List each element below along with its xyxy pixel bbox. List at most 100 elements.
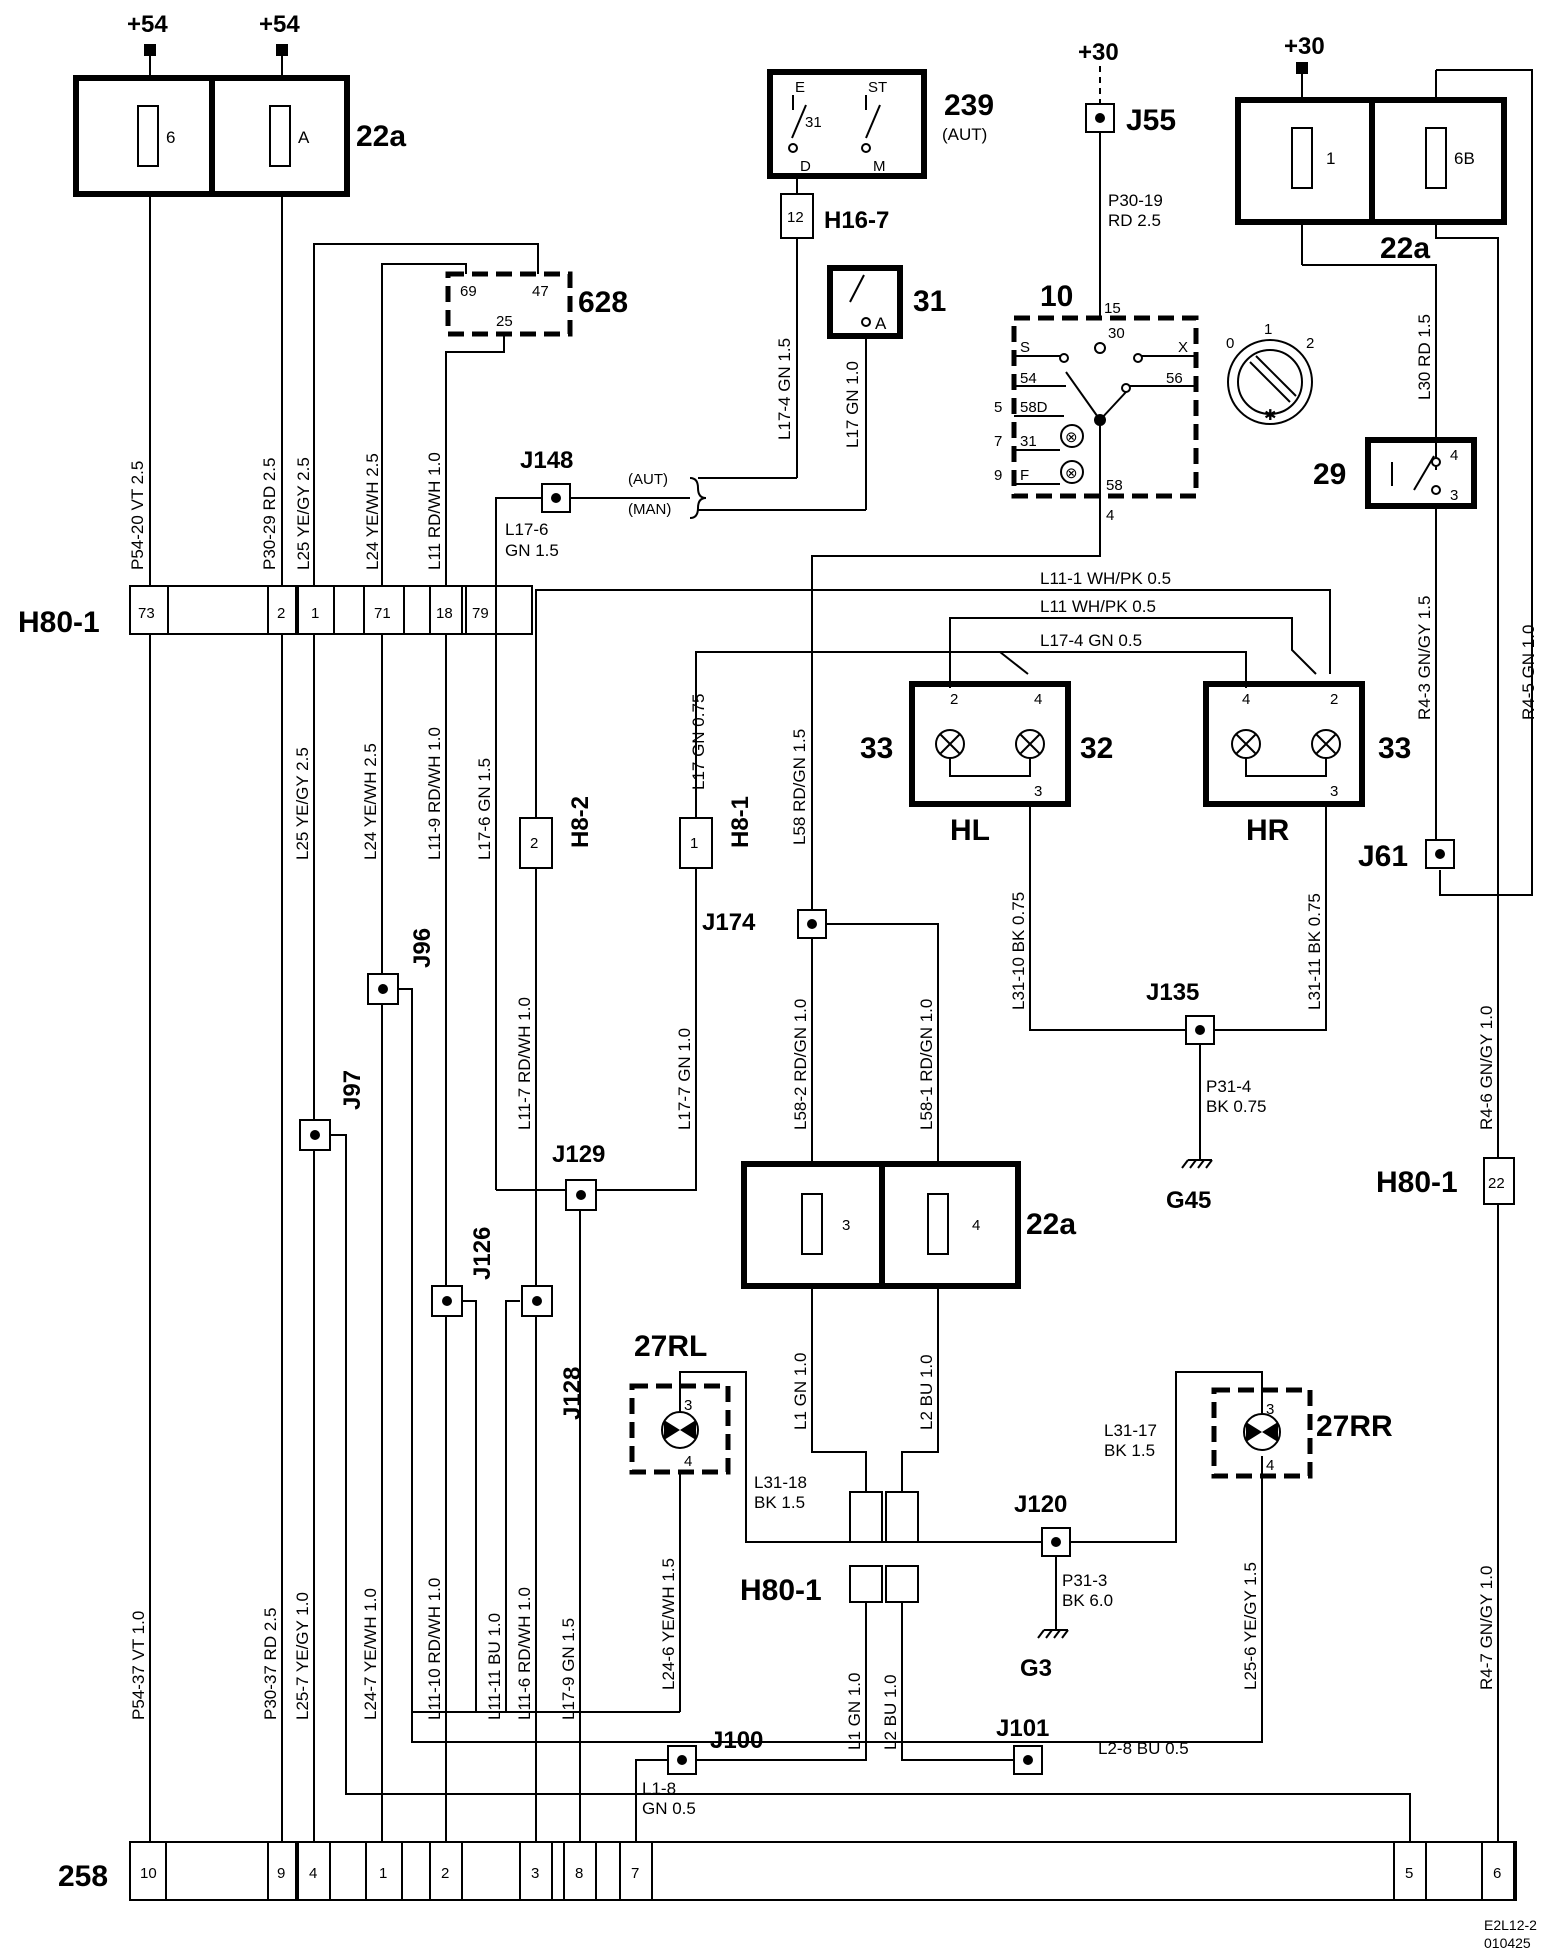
c258-pin-2: 2 <box>441 1865 449 1882</box>
c10-pin-58: 58 <box>1106 477 1123 494</box>
component-27rr: 27RR 3 4 L31-17 BK 1.5 L25-6 YE/GY 1.5 <box>1070 1371 1393 1690</box>
wire-l24-b: L24 YE/WH 2.5 <box>361 743 380 860</box>
component-29-label: 29 <box>1313 458 1346 491</box>
wire-l31-10: L31-10 BK 0.75 <box>1009 892 1028 1010</box>
wire-l17-9: L17-9 GN 1.5 <box>559 1618 578 1720</box>
junction-j174: J174 L58-2 RD/GN 1.0 L58-1 RD/GN 1.0 <box>702 909 939 1166</box>
junction-j148: J148 (AUT) (MAN) L17-6 GN 1.5 <box>495 447 866 586</box>
pin-e: E <box>795 79 805 96</box>
fusebox-22a-top-left: +54 +54 6 A 22a <box>73 11 406 197</box>
h80-pin-71: 71 <box>374 605 391 622</box>
fuse-a-label: A <box>298 128 310 147</box>
supply-plus54-left: +54 <box>127 11 168 38</box>
h80-pin-18: 18 <box>436 605 453 622</box>
hr-pin-2: 2 <box>1330 691 1338 708</box>
h80-pin-1: 1 <box>311 605 319 622</box>
c10-pin-s: S <box>1020 339 1030 356</box>
wire-l17: L17 GN 1.0 <box>843 361 862 448</box>
c258-label: 258 <box>58 1860 108 1893</box>
h80-pin-73: 73 <box>138 605 155 622</box>
connector-h8-1: 1 H8-1 L17-7 GN 1.0 <box>595 796 754 1191</box>
j135-label: J135 <box>1146 979 1199 1006</box>
footer-date: 010425 <box>1484 1935 1531 1951</box>
dial-light-icon: ✱ <box>1264 407 1277 424</box>
h80-pin-2: 2 <box>277 605 285 622</box>
wire-p30-37: P30-37 RD 2.5 <box>261 1608 280 1720</box>
wire-l1-8: L1-8 <box>642 1779 676 1798</box>
c258-pin-8: 8 <box>575 1865 583 1882</box>
component-239: E ST 31 D M 239 (AUT) <box>767 69 994 179</box>
wire-l24-6: L24-6 YE/WH 1.5 <box>659 1558 678 1690</box>
component-10-label: 10 <box>1040 280 1073 313</box>
dial-pos-0: 0 <box>1226 335 1234 352</box>
hr-pin-3: 3 <box>1330 783 1338 800</box>
c258-pin-4: 4 <box>309 1865 317 1882</box>
junction-j128: J128 <box>521 1285 586 1842</box>
fuse-4-label: 4 <box>972 1217 980 1234</box>
lamp-assembly-hl: 2 4 3 33 32 HL <box>860 681 1113 847</box>
wire-l11-1: L11-1 WH/PK 0.5 <box>1040 569 1171 588</box>
dial-pos-2: 2 <box>1306 335 1314 352</box>
wire-l11-10: L11-10 RD/WH 1.0 <box>425 1578 444 1720</box>
c27rr-pin-3: 3 <box>1266 1401 1274 1418</box>
wire-l2: L2 BU 1.0 <box>917 1354 936 1430</box>
h16-7-label: H16-7 <box>824 207 889 234</box>
junction-j100: J100 L1-8 GN 0.5 <box>635 1727 763 1842</box>
junction-j55: +30 J55 P30-19 RD 2.5 <box>1078 39 1176 320</box>
junction-j101: J101 L2-8 BU 0.5 <box>996 1715 1189 1775</box>
man-label: (MAN) <box>628 501 671 518</box>
wire-l17-075: L17 GN 0.75 <box>689 694 708 790</box>
c10-pin-30: 30 <box>1108 325 1125 342</box>
wire-l24: L24 YE/WH 2.5 <box>363 453 382 570</box>
j128-label: J128 <box>559 1367 586 1420</box>
lamp-hr-label: HR <box>1246 814 1290 847</box>
junction-j61: J61 <box>1358 839 1455 873</box>
wire-l31-17: L31-17 <box>1104 1421 1157 1440</box>
supply-plus30-j55: +30 <box>1078 39 1119 66</box>
component-31: A 31 L17 GN 1.0 <box>827 265 946 510</box>
supply-plus54-right: +54 <box>259 11 300 38</box>
connector-h80-1: H80-1 73 2 1 71 18 79 <box>18 585 533 639</box>
lamp-33-left-label: 33 <box>860 732 893 765</box>
junction-j129: J129 <box>496 1141 605 1842</box>
c27rr-label: 27RR <box>1316 1410 1393 1443</box>
wire-l25-7: L25-7 YE/GY 1.0 <box>293 1592 312 1720</box>
mid-left-wires: L25 YE/GY 2.5 L24 YE/WH 2.5 L11-9 RD/WH … <box>149 634 497 1842</box>
pin-m: M <box>873 158 886 175</box>
wire-l1-8-spec: GN 0.5 <box>642 1799 696 1818</box>
wire-l31-11: L31-11 BK 0.75 <box>1305 893 1324 1010</box>
wire-p30-19-spec: RD 2.5 <box>1108 211 1161 230</box>
fusebox-22a-top-right: +30 1 6B 22a L30 RD 1.5 R4-5 GN 1.0 <box>1235 33 1538 1158</box>
g3-label: G3 <box>1020 1655 1052 1682</box>
h80-pin-22: 22 <box>1488 1175 1505 1192</box>
lamp-supply-wires: L11-1 WH/PK 0.5 L11 WH/PK 0.5 L17-4 GN 0… <box>535 510 1331 924</box>
fuse-6-label: 6 <box>166 128 175 147</box>
wire-p31-3: P31-3 <box>1062 1571 1107 1590</box>
lamp-hl-label: HL <box>950 814 990 847</box>
c628-pin-47: 47 <box>532 283 549 300</box>
right-lower-wires: 22 H80-1 R4-6 GN/GY 1.0 R4-7 GN/GY 1.0 <box>1376 1006 1515 1842</box>
wire-r4-6: R4-6 GN/GY 1.0 <box>1477 1006 1496 1130</box>
wire-l17-6-spec: GN 1.5 <box>505 541 559 560</box>
wire-l30: L30 RD 1.5 <box>1415 314 1434 400</box>
wire-p54-20: P54-20 VT 2.5 <box>128 461 147 570</box>
g45-label: G45 <box>1166 1187 1211 1214</box>
pin-a: A <box>875 314 887 333</box>
hl-pin-4: 4 <box>1034 691 1042 708</box>
wire-l11-7: L11-7 RD/WH 1.0 <box>515 997 534 1130</box>
bottom-wire-labels: P54-37 VT 1.0 P30-37 RD 2.5 L25-7 YE/GY … <box>129 1578 578 1720</box>
wire-l11-11: L11-11 BU 1.0 <box>485 1613 504 1720</box>
c10-pin-31: 31 <box>1020 433 1037 450</box>
c29-pin-4: 4 <box>1450 447 1458 464</box>
j120-label: J120 <box>1014 1491 1067 1518</box>
j96-label: J96 <box>409 928 436 968</box>
lamp-assembly-hr: 4 2 3 33 HR <box>1203 681 1411 847</box>
c10-side-7: 7 <box>994 433 1002 450</box>
wire-l11-whpk: L11 WH/PK 0.5 <box>1040 597 1156 616</box>
fuse-1-label: 1 <box>1326 149 1335 168</box>
j129-label: J129 <box>552 1141 605 1168</box>
wire-l11-6: L11-6 RD/WH 1.0 <box>515 1587 534 1720</box>
wire-r4-7: R4-7 GN/GY 1.0 <box>1477 1566 1496 1690</box>
h8-2-label: H8-2 <box>567 796 594 848</box>
